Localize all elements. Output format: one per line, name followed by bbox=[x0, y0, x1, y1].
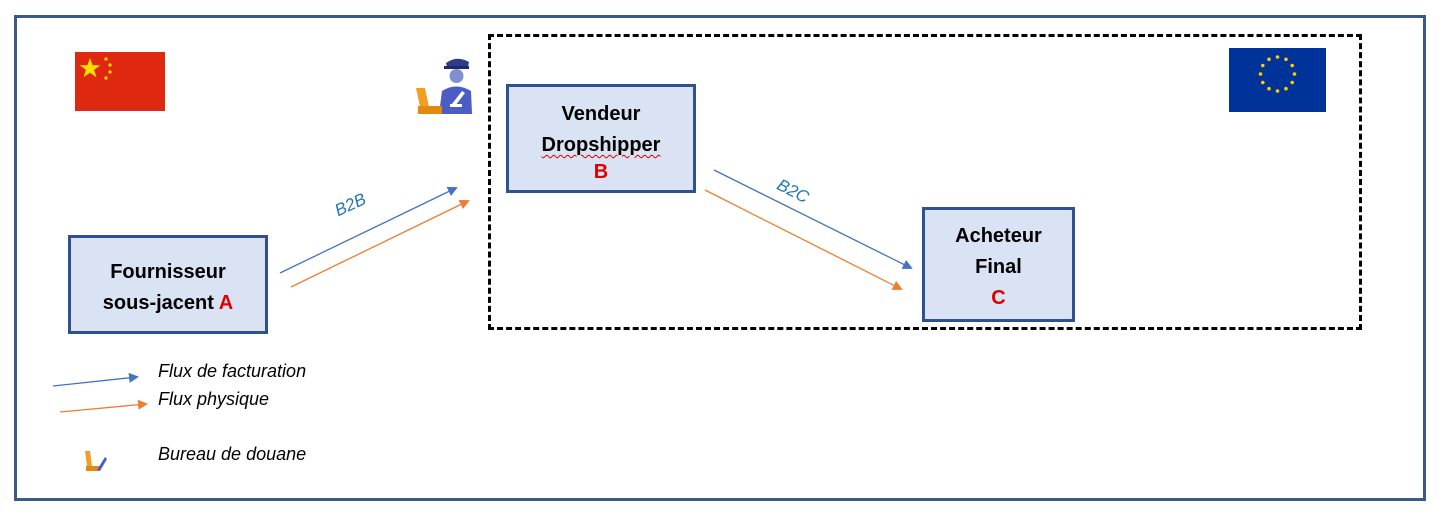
supplier-line1: Fournisseur bbox=[110, 261, 226, 283]
legend-physical-arrow bbox=[59, 399, 148, 413]
china-flag-icon bbox=[75, 52, 165, 111]
diagram-frame bbox=[14, 15, 1426, 501]
buyer-line2: Final bbox=[975, 256, 1022, 278]
eu-zone-boundary bbox=[488, 34, 1362, 330]
seller-line2: Dropshipper bbox=[541, 134, 661, 156]
legend-invoicing-label: Flux de facturation bbox=[158, 361, 307, 381]
buyer-box: Acheteur Final C bbox=[922, 207, 1075, 322]
legend-customs-label: Bureau de douane bbox=[158, 444, 307, 464]
eu-flag-icon bbox=[1229, 48, 1326, 112]
seller-box: Vendeur Dropshipper B bbox=[506, 84, 696, 193]
supplier-box: Fournisseur sous-jacent A bbox=[68, 235, 268, 334]
supplier-line2: sous-jacent bbox=[102, 292, 214, 314]
b2b-invoicing-arrow bbox=[279, 186, 458, 274]
seller-line1: Vendeur bbox=[561, 103, 641, 125]
customs-officer-icon bbox=[416, 58, 472, 114]
supplier-letter: A bbox=[218, 292, 234, 314]
b2c-physical-arrow bbox=[704, 189, 903, 290]
legend-customs-icon bbox=[85, 451, 107, 471]
seller-letter: B bbox=[593, 161, 609, 183]
legend-physical-label: Flux physique bbox=[158, 389, 270, 409]
buyer-line1: Acheteur bbox=[955, 225, 1042, 247]
b2b-physical-arrow bbox=[290, 199, 470, 288]
legend-invoicing-arrow bbox=[52, 372, 139, 387]
b2c-invoicing-arrow bbox=[713, 169, 913, 269]
buyer-letter: C bbox=[991, 287, 1006, 309]
